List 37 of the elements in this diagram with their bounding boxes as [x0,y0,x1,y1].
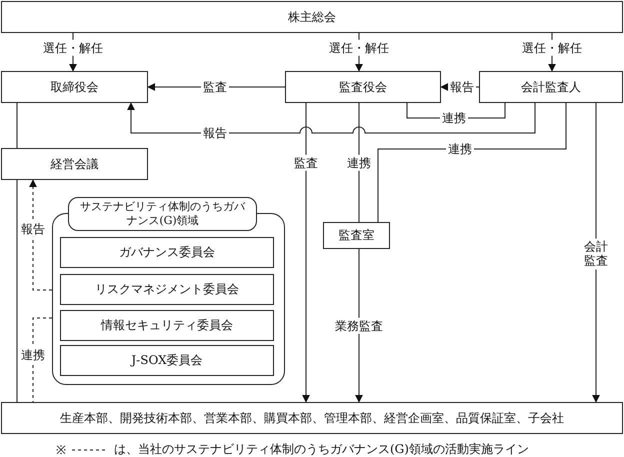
edge-label: 会計監査 [582,238,610,270]
arrow [355,248,363,403]
arrow [127,102,536,134]
committee-box: 情報セキュリティ委員会 [60,310,274,341]
committee-box: J-SOX委員会 [60,345,274,376]
legend-text: は、当社のサステナビリティ体制のうちガバナンス(G)領域の活動実施ライン [114,441,529,457]
committee-box: ガバナンス委員会 [60,237,274,268]
edge-label: 監査 [201,78,229,96]
edge-label: 監査 [292,154,320,172]
edge-label: 選任・解任 [41,40,105,56]
organization-box: 生産本部、開発技術本部、営業本部、購買本部、管理本部、経営企画室、品質保証室、子会社 [1,402,623,434]
edge-label: 報告 [448,78,476,96]
edge-label: 連携 [446,140,474,158]
organization-box: 取締役会 [1,71,148,103]
edge-label: 選任・解任 [520,40,584,56]
organization-box: 監査役会 [285,71,441,103]
edge-label: 業務監査 [333,318,385,334]
organization-box: 経営会議 [1,148,148,180]
organization-box: 株主総会 [1,1,623,33]
edge-label: 連携 [19,346,47,364]
edge-label: 選任・解任 [327,40,391,56]
group-heading: サステナビリティ体制のうちガバナンス(G)領域 [68,197,257,231]
note-mark: ※ [56,442,66,457]
group-panel [52,197,285,385]
edge-label: 報告 [19,220,47,238]
connector-line [378,102,566,222]
connector-line [16,180,18,402]
organization-box: 監査室 [323,222,390,249]
arrow [29,179,52,290]
edge-label: 報告 [201,124,229,142]
organization-box: 会計監査人 [479,71,623,103]
connector-line [16,102,18,148]
edge-label: 連携 [440,110,468,126]
arrow [592,102,600,403]
edge-label: 連携 [345,154,373,172]
committee-box: リスクマネジメント委員会 [60,274,274,305]
arrow [302,102,310,403]
